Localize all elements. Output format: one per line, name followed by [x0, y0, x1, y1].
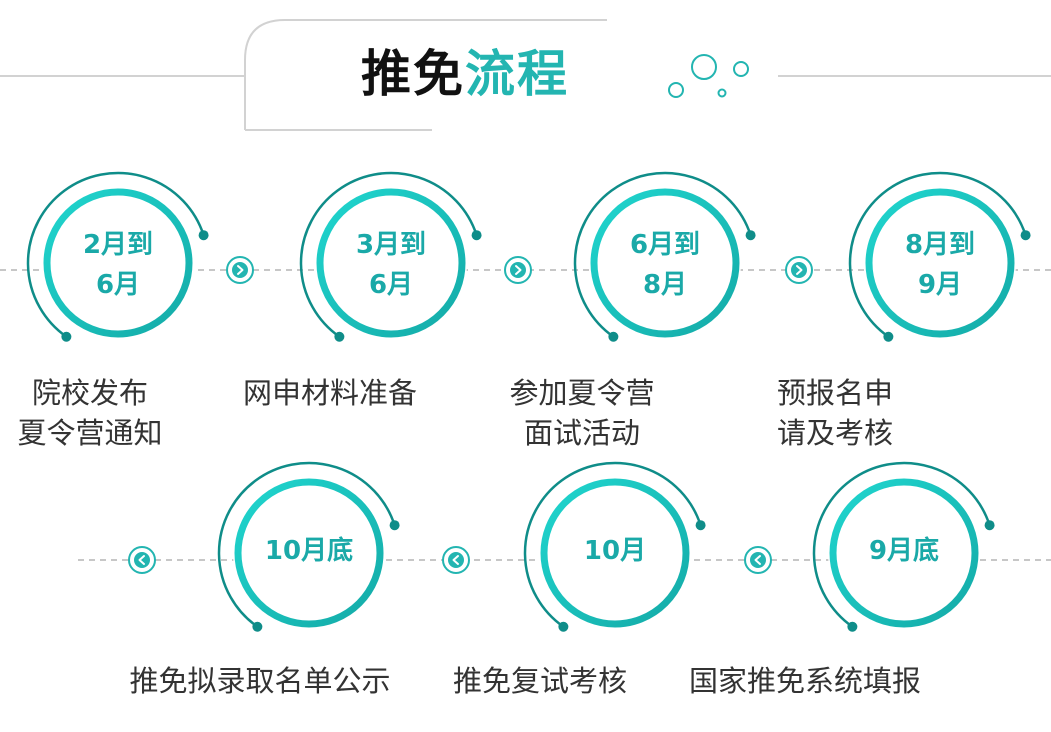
arc-end-dot	[558, 621, 569, 632]
title-accent-part: 流程	[465, 45, 569, 103]
step-5-label: 国家推免系统填报	[688, 664, 921, 698]
arc-end-dot	[471, 230, 482, 241]
arc-end-dot	[984, 520, 995, 531]
outer-arc	[848, 171, 1027, 338]
step-6-label: 推免复试考核	[452, 664, 627, 698]
step-3-node	[573, 171, 756, 342]
step-4-node	[848, 171, 1031, 342]
arrow-right-icon	[785, 256, 813, 284]
arc-end-dot	[883, 331, 894, 342]
arc-end-dot	[608, 331, 619, 342]
inner-ring	[865, 188, 1015, 338]
inner-ring	[316, 188, 466, 338]
step-4-label: 预报名申请及考核	[776, 376, 893, 450]
title-dark-part: 推免	[361, 45, 465, 103]
inner-ring	[234, 478, 384, 628]
step-6-node	[523, 461, 706, 632]
outer-arc	[812, 461, 991, 628]
arrow-left-icon	[128, 546, 156, 574]
inner-ring	[43, 188, 193, 338]
arrow-right-icon	[504, 256, 532, 284]
arc-end-dot	[695, 520, 706, 531]
outer-arc	[299, 171, 478, 338]
step-2-node	[299, 171, 482, 342]
arc-end-dot	[252, 621, 263, 632]
inner-ring	[540, 478, 690, 628]
arc-end-dot	[61, 331, 72, 342]
arrow-right-icon	[226, 256, 254, 284]
step-7-label: 推免拟录取名单公示	[129, 664, 391, 698]
step-6-date: 10月	[583, 536, 647, 566]
arc-end-dot	[847, 621, 858, 632]
arc-end-dot	[334, 331, 345, 342]
title-decoration	[0, 19, 1051, 131]
outer-arc	[217, 461, 396, 628]
inner-ring	[590, 188, 740, 338]
arc-end-dot	[198, 230, 209, 241]
arrow-left-icon	[744, 546, 772, 574]
arc-end-dot	[745, 230, 756, 241]
page-title: 推免流程	[300, 30, 630, 110]
step-2-label: 网申材料准备	[242, 376, 417, 410]
step-1-node	[26, 171, 209, 342]
step-5-node	[812, 461, 995, 632]
outer-arc	[573, 171, 752, 338]
outer-arc	[26, 171, 205, 338]
outer-arc	[523, 461, 702, 628]
bubbles-decoration	[668, 54, 749, 98]
step-1-label: 院校发布夏令营通知	[17, 376, 163, 450]
arc-end-dot	[389, 520, 400, 531]
step-7-date: 10月底	[264, 536, 354, 566]
step-5-date: 9月底	[868, 536, 940, 566]
arrow-left-icon	[442, 546, 470, 574]
step-7-node	[217, 461, 400, 632]
step-3-label: 参加夏令营面试活动	[509, 376, 655, 450]
arc-end-dot	[1020, 230, 1031, 241]
inner-ring	[829, 478, 979, 628]
